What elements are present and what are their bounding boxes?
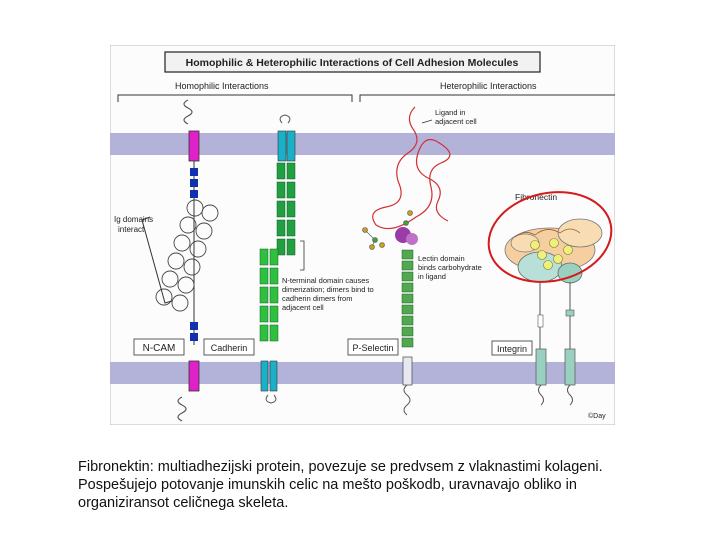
lectin-note-1: Lectin domain xyxy=(418,254,465,263)
homophilic-bracket xyxy=(117,94,353,102)
cadherin-molecule xyxy=(259,114,305,404)
upper-membrane xyxy=(110,133,615,155)
heterophilic-bracket xyxy=(359,94,615,102)
fibronectin-label: Fibronectin xyxy=(515,192,557,202)
pselectin-label-box: P-Selectin xyxy=(347,338,399,356)
cadherin-note-4: adjacent cell xyxy=(282,303,324,312)
ig-domains-label: Ig domains xyxy=(114,215,153,224)
ncam-molecule xyxy=(141,99,219,422)
cell-adhesion-diagram: Homophilic & Heterophilic Interactions o… xyxy=(110,45,615,425)
homophilic-section-label: Homophilic Interactions xyxy=(175,81,269,91)
carbohydrate-groups xyxy=(362,210,413,250)
ig-domains-label-2: interact xyxy=(118,225,145,234)
ncam-label-box: N-CAM xyxy=(133,338,185,356)
caption-line-1: Fibronektin: multiadhezijski protein, po… xyxy=(78,459,603,475)
lectin-note-3: in ligand xyxy=(418,272,446,281)
pselectin-label: P-Selectin xyxy=(352,343,393,353)
cadherin-note-3: cadherin dimers from xyxy=(282,294,352,303)
caption: Fibronektin: multiadhezijski protein, po… xyxy=(78,458,678,512)
caption-line-3: organiziransot celičnega skeleta. xyxy=(78,495,289,511)
cadherin-note-1: N-terminal domain causes xyxy=(282,276,369,285)
ncam-label: N-CAM xyxy=(143,343,176,354)
integrin-label-box: Integrin xyxy=(491,340,533,356)
caption-line-2: Pospešujejo potovanje imunskih celic na … xyxy=(78,477,577,493)
integrin-molecule xyxy=(535,282,576,406)
lectin-note-2: binds carbohydrate xyxy=(418,263,482,272)
fibronectin-highlight-ellipse xyxy=(487,191,613,283)
cadherin-note-2: dimerization; dimers bind to xyxy=(282,285,374,294)
integrin-label: Integrin xyxy=(497,344,527,354)
figure-title: Homophilic & Heterophilic Interactions o… xyxy=(186,57,519,69)
ligand-label-1: Ligand in xyxy=(435,108,465,117)
heterophilic-section-label: Heterophilic Interactions xyxy=(440,81,537,91)
cadherin-label-box: Cadherin xyxy=(203,338,255,356)
cadherin-label: Cadherin xyxy=(211,343,248,353)
lower-membrane xyxy=(110,362,615,384)
copyright-mark: ©Day xyxy=(588,412,606,420)
title-box xyxy=(164,51,541,73)
pselectin-molecule xyxy=(395,227,418,416)
ligand-strand xyxy=(372,106,451,230)
ligand-label-2: adjacent cell xyxy=(435,117,477,126)
fibronectin-complex xyxy=(504,218,603,284)
